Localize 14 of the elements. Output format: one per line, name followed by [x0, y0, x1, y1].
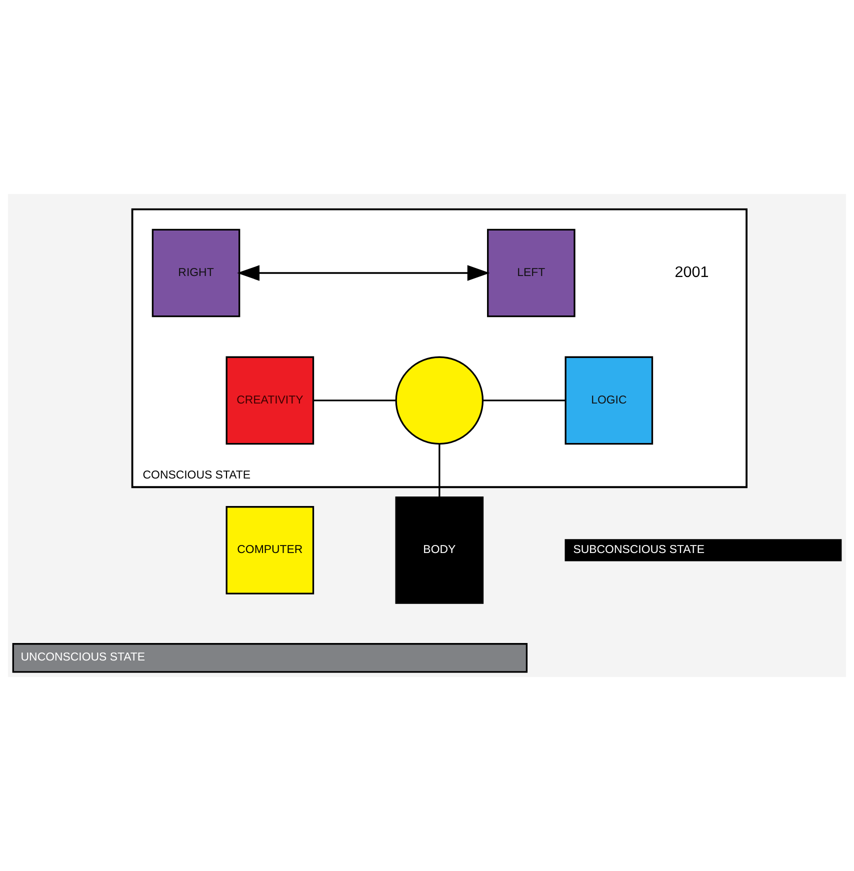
connector	[313, 400, 396, 402]
node-circle	[395, 356, 484, 445]
node-box: LEFT	[487, 228, 576, 318]
label: 2001	[674, 264, 709, 281]
connector	[482, 400, 566, 402]
connector	[438, 444, 440, 497]
node-box: BODY	[395, 496, 484, 604]
node-box: CREATIVITY	[226, 356, 314, 445]
node-box: SUBCONSCIOUS STATE	[564, 539, 842, 562]
arrow	[237, 265, 490, 281]
node-box: UNCONSCIOUS STATE	[12, 643, 528, 673]
node-box: RIGHT	[152, 228, 240, 318]
node-box: LOGIC	[564, 356, 654, 445]
node-box: COMPUTER	[226, 506, 314, 594]
